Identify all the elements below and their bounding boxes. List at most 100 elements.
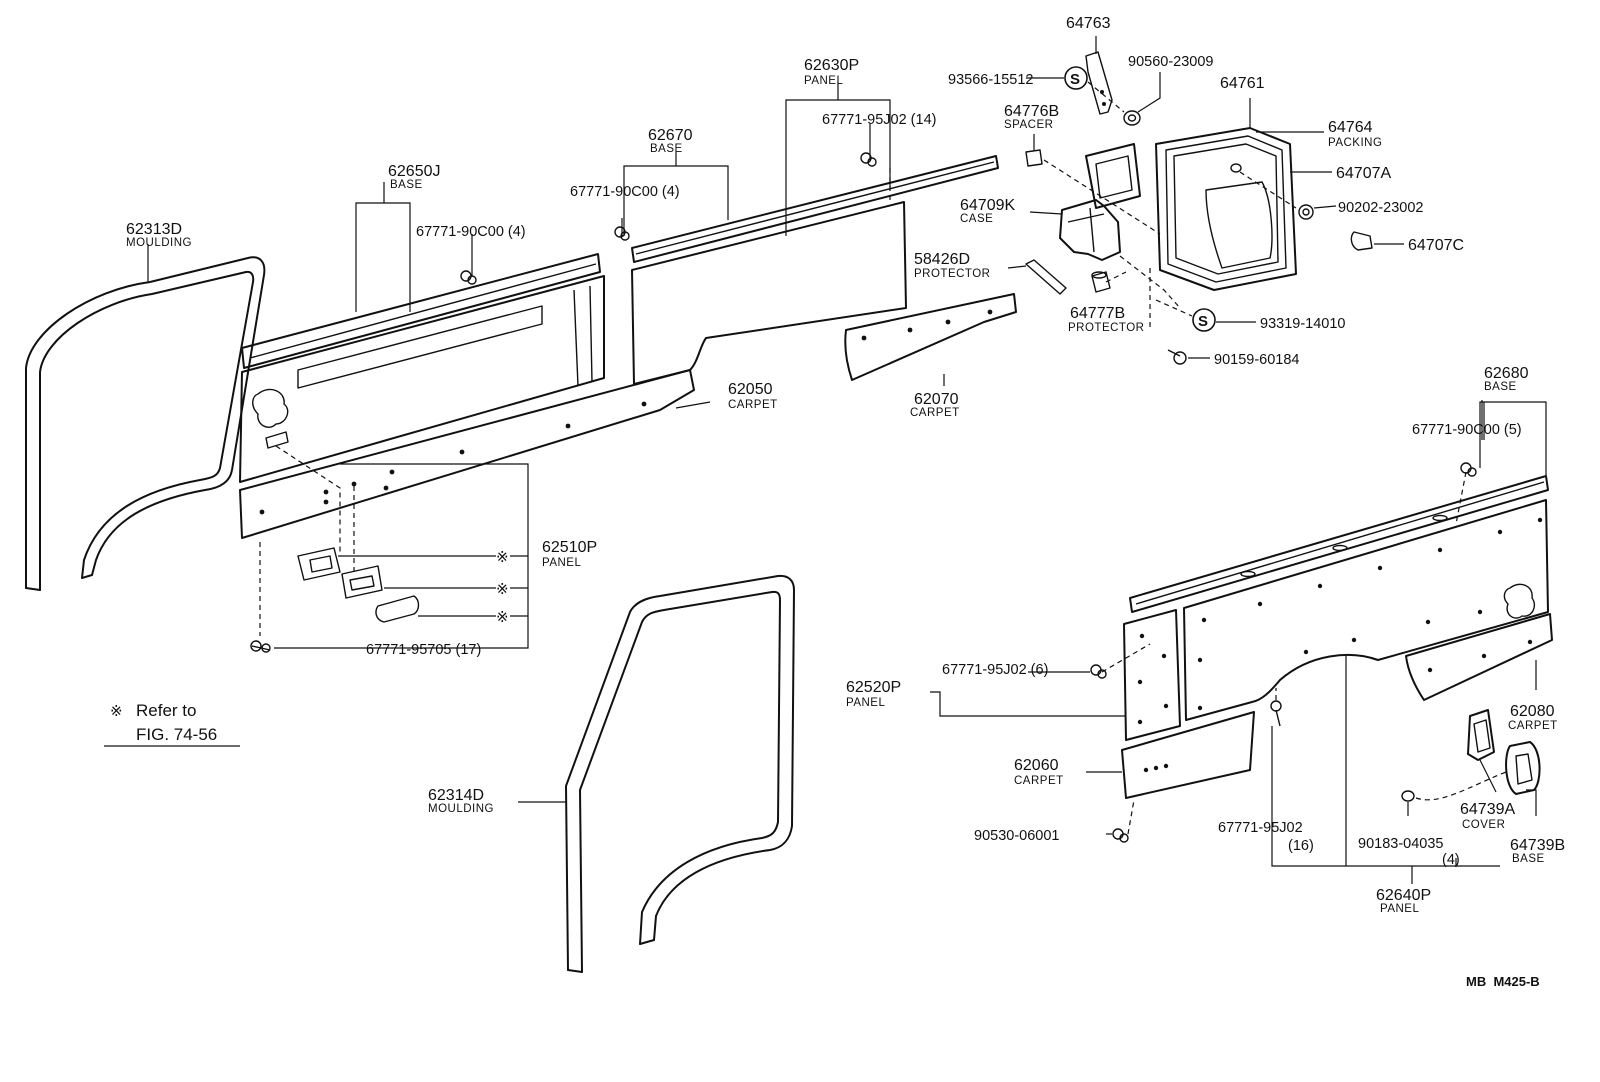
mark-62510p-2: ※	[496, 580, 509, 598]
label-62070: 62070	[914, 391, 959, 408]
protector-58426d-icon	[1025, 259, 1067, 295]
panel-62630p	[631, 201, 907, 385]
label-64739a: 64739A	[1460, 801, 1515, 818]
label-qty-4: (4)	[1442, 852, 1460, 868]
panel-62510p	[239, 275, 605, 483]
label-67771-95j02-6: 67771-95J02 (6)	[942, 662, 1048, 678]
label-base-4: BASE	[1512, 853, 1545, 865]
spacer-64776b-icon	[1025, 149, 1043, 167]
label-carpet-4: CARPET	[1014, 775, 1064, 787]
label-protector-1: PROTECTOR	[914, 268, 991, 280]
clip-67771-90c00-front-icon	[460, 270, 477, 285]
clip-67771-90c00-rear-icon	[1460, 462, 1477, 477]
s-symbol-93566: S	[1070, 71, 1080, 88]
label-62050: 62050	[728, 381, 773, 398]
label-67771-95j02-16: 67771-95J02	[1218, 820, 1303, 836]
label-cover: COVER	[1462, 819, 1505, 831]
label-67771-95j02-14: 67771-95J02 (14)	[822, 112, 936, 128]
clip-67771-90c00-center-icon	[614, 226, 630, 241]
label-62650j: 62650J	[388, 163, 441, 180]
screw-90183-04035-icon	[1401, 790, 1415, 802]
base-62680	[1129, 475, 1549, 613]
base-62650j	[241, 253, 601, 369]
trim-pieces-62510p	[297, 547, 420, 623]
panel-62520p	[1123, 609, 1181, 741]
label-58426d: 58426D	[914, 251, 970, 268]
label-62314d: 62314D	[428, 787, 484, 804]
label-protector-2: PROTECTOR	[1068, 322, 1145, 334]
carpet-62050	[239, 369, 695, 539]
label-base-3: BASE	[1484, 381, 1517, 393]
label-93566-15512: 93566-15512	[948, 72, 1033, 88]
clip-90530-06001-icon	[1112, 828, 1129, 843]
note-line-1: Refer to	[136, 701, 196, 720]
label-panel-1: PANEL	[804, 75, 843, 87]
label-90530-06001: 90530-06001	[974, 828, 1059, 844]
label-62630p: 62630P	[804, 57, 859, 74]
label-64777b: 64777B	[1070, 305, 1125, 322]
label-62680: 62680	[1484, 365, 1529, 382]
label-62670: 62670	[648, 127, 693, 144]
label-carpet-1: CARPET	[728, 399, 778, 411]
label-64776b: 64776B	[1004, 103, 1059, 120]
note-line-2: FIG. 74-56	[136, 725, 217, 744]
label-64707c: 64707C	[1408, 237, 1464, 254]
label-67771-90c00-4a: 67771-90C00 (4)	[570, 184, 680, 200]
carpet-62080	[1405, 613, 1553, 701]
label-67771-90c00-5: 67771-90C00 (5)	[1412, 422, 1522, 438]
mark-62510p-3: ※	[496, 608, 509, 626]
label-carpet-2: CARPET	[910, 407, 960, 419]
label-90183-04035: 90183-04035	[1358, 836, 1443, 852]
bracket-64763	[1085, 51, 1113, 115]
label-90202-23002: 90202-23002	[1338, 200, 1423, 216]
label-base-1: BASE	[650, 143, 683, 155]
s-mark-icon	[1064, 66, 1088, 90]
label-90560-23009: 90560-23009	[1128, 54, 1213, 70]
label-carpet-3: CARPET	[1508, 720, 1558, 732]
note-mark: ※	[110, 702, 123, 720]
s-symbol-93319: S	[1198, 313, 1208, 330]
cover-64739a	[1467, 709, 1495, 761]
bulb-64707c-icon	[1350, 231, 1373, 251]
case-64709k	[1059, 143, 1141, 261]
diagram-code: MB M425-B	[1466, 974, 1540, 989]
label-panel-4: PANEL	[1380, 903, 1419, 915]
label-64761: 64761	[1220, 75, 1265, 92]
label-64707a: 64707A	[1336, 165, 1391, 182]
label-62313d: 62313D	[126, 221, 182, 238]
nut-90202-23002-icon	[1298, 204, 1314, 220]
label-moulding-2: MOULDING	[428, 803, 494, 815]
label-62080: 62080	[1510, 703, 1555, 720]
label-62060: 62060	[1014, 757, 1059, 774]
label-panel-2: PANEL	[542, 557, 581, 569]
nut-90560-23009-icon	[1123, 110, 1141, 126]
label-93319-14010: 93319-14010	[1260, 316, 1345, 332]
label-64739b: 64739B	[1510, 837, 1565, 854]
label-spacer: SPACER	[1004, 119, 1053, 131]
moulding-62314d	[565, 574, 795, 973]
label-packing: PACKING	[1328, 137, 1382, 149]
label-moulding-1: MOULDING	[126, 237, 192, 249]
screw-90159-60184-icon	[1167, 349, 1187, 365]
s-mark-icon-2	[1192, 308, 1216, 332]
label-panel-3: PANEL	[846, 697, 885, 709]
clip-67771-95j02-rear-icon	[1090, 664, 1107, 679]
label-90159-60184: 90159-60184	[1214, 352, 1299, 368]
lamp-64761	[1155, 127, 1297, 291]
label-62520p: 62520P	[846, 679, 901, 696]
panel-62640p	[1183, 499, 1549, 721]
clip-67771-95j02-lower-icon	[1270, 700, 1282, 727]
clip-67771-95705-icon	[250, 640, 271, 653]
label-base-2: BASE	[390, 179, 423, 191]
label-64764: 64764	[1328, 119, 1373, 136]
mark-62510p-1: ※	[496, 548, 509, 566]
label-67771-90c00-4b: 67771-90C00 (4)	[416, 224, 526, 240]
carpet-62070	[844, 293, 1017, 381]
label-67771-95705: 67771-95705 (17)	[366, 642, 481, 658]
label-64709k: 64709K	[960, 197, 1015, 214]
clip-67771-95j02-center-icon	[860, 152, 877, 167]
label-62510p: 62510P	[542, 539, 597, 556]
base-64739b	[1505, 741, 1541, 795]
label-62640p: 62640P	[1376, 887, 1431, 904]
